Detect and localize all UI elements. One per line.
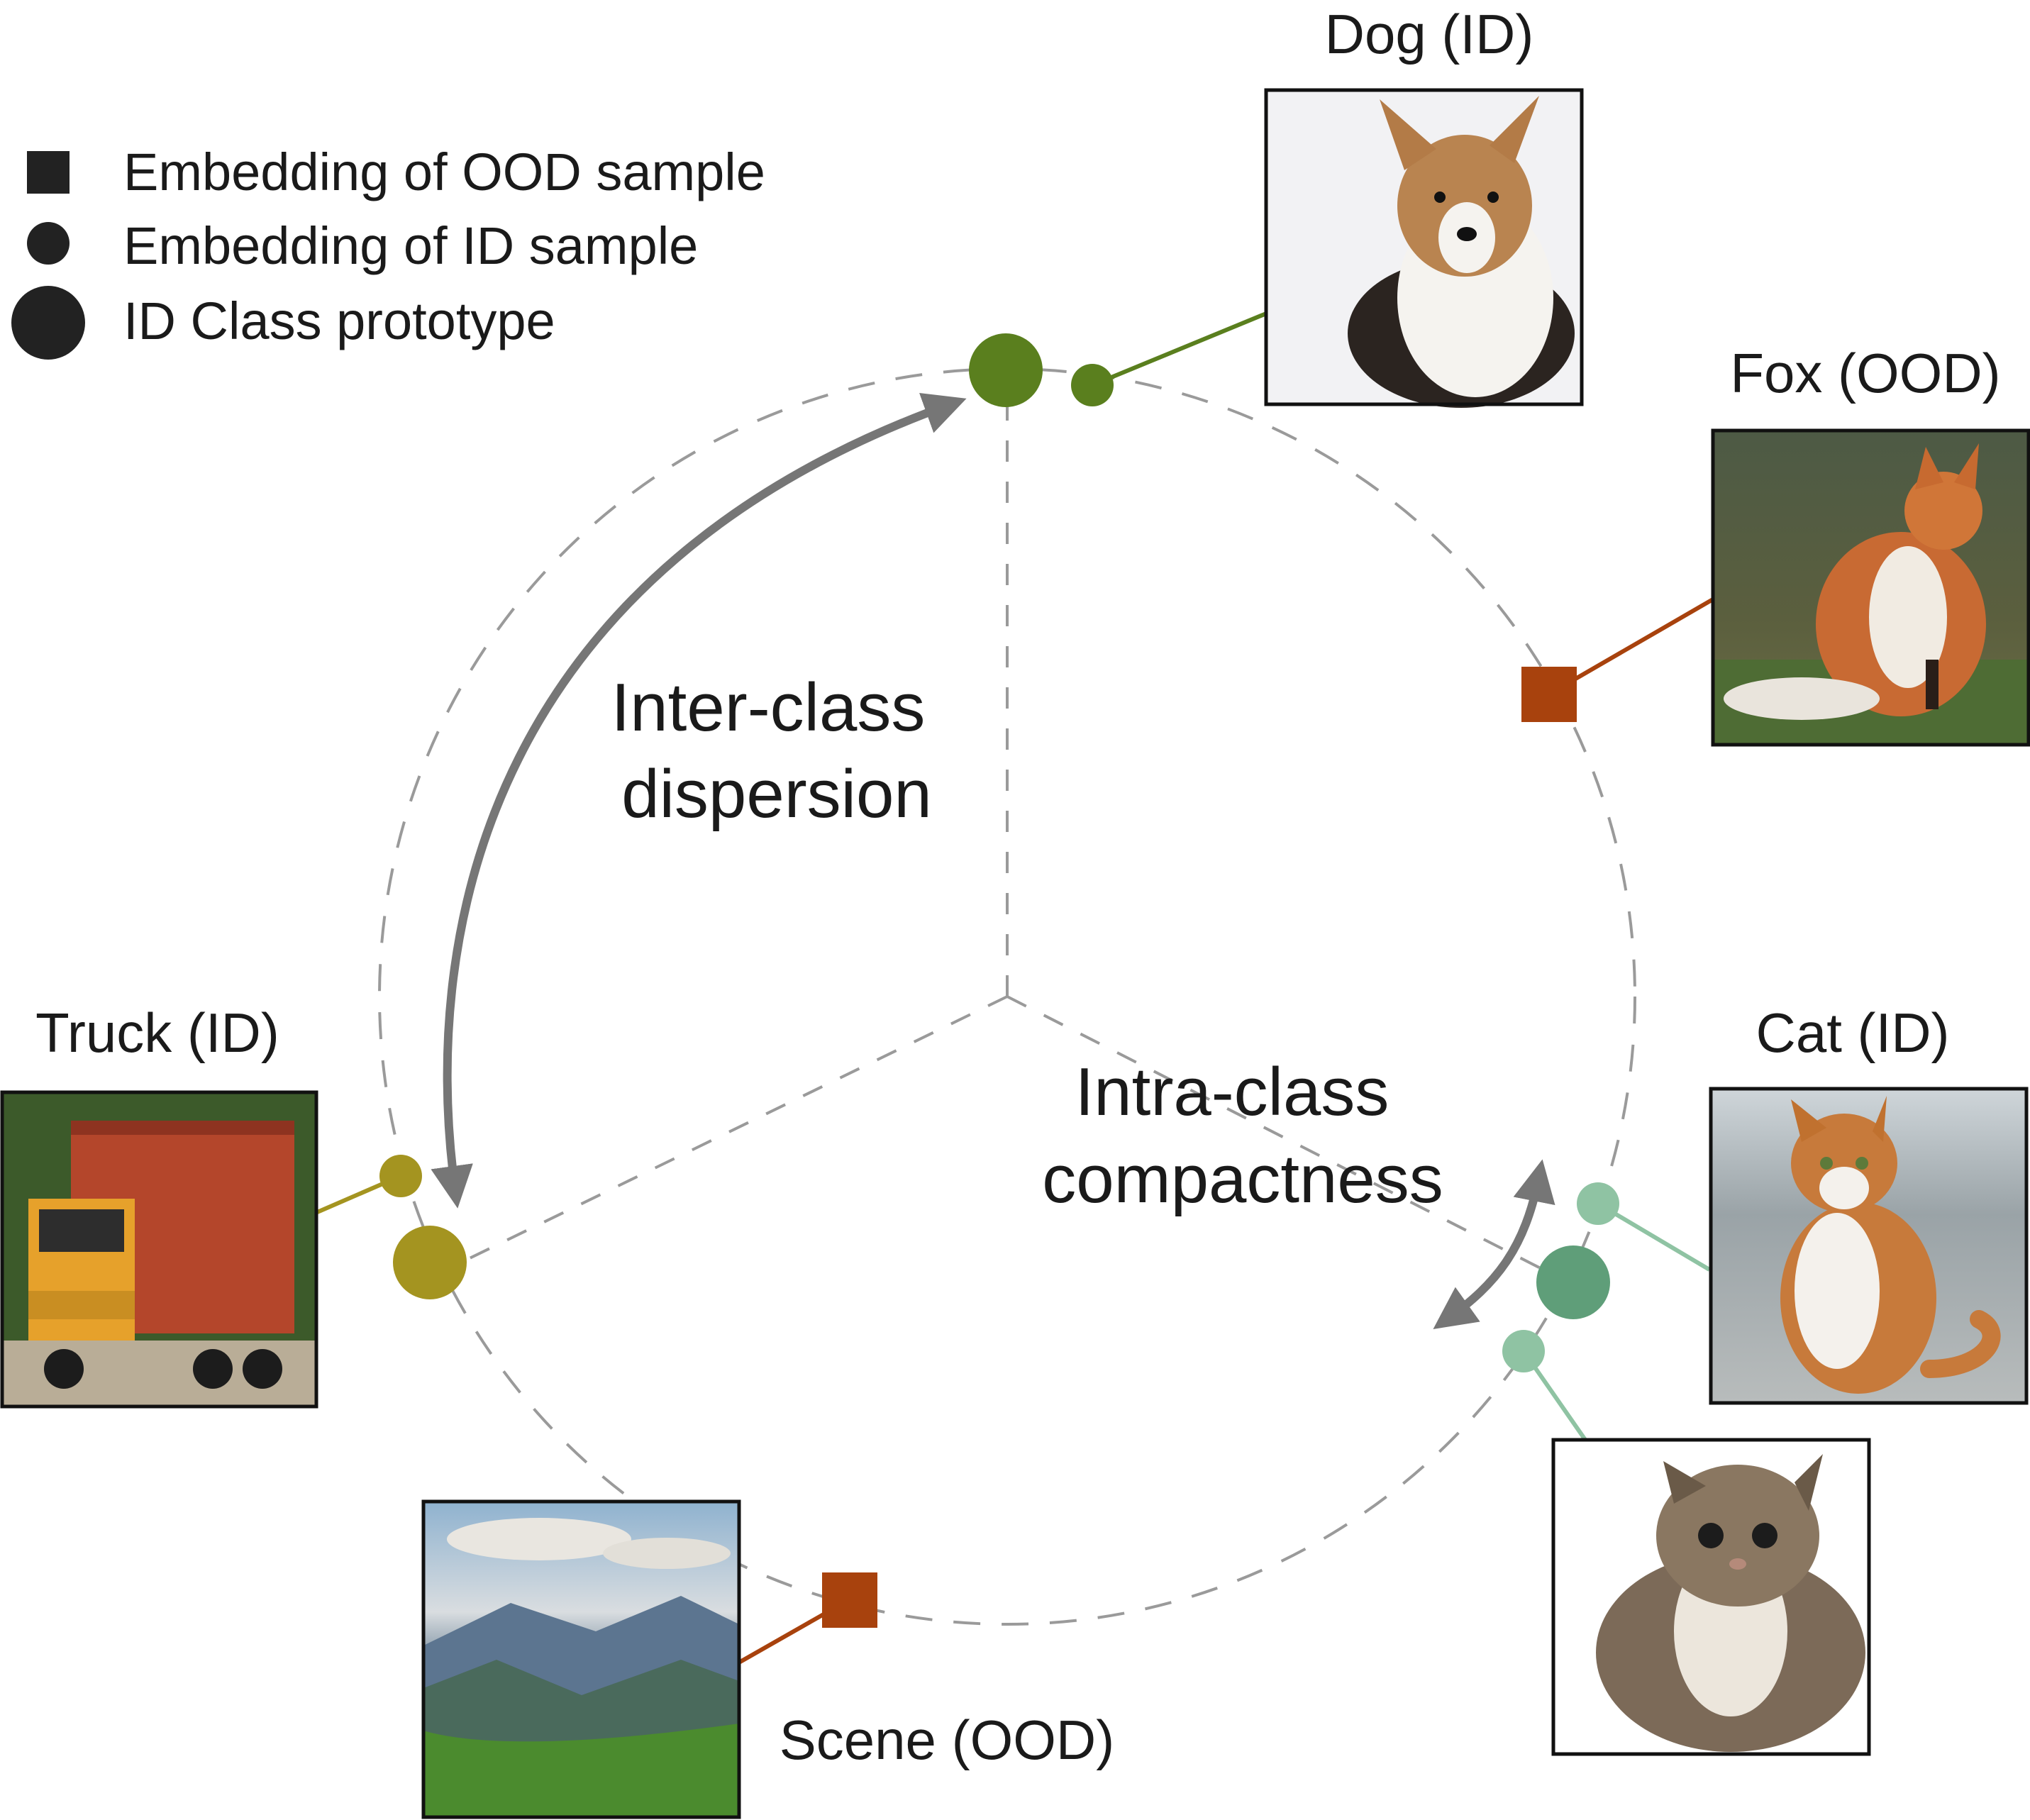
legend-prototype-label: ID Class prototype	[123, 292, 555, 350]
intra-class-arrow	[1433, 1159, 1555, 1329]
truck-photo-icon	[0, 1090, 318, 1409]
inter-class-label-line1: Inter-class	[611, 670, 926, 745]
dog-prototype	[969, 333, 1043, 407]
intra-class-label-line2: compactness	[1042, 1141, 1443, 1217]
legend-square-icon	[27, 151, 70, 194]
legend-big-circle-icon	[11, 286, 85, 360]
truck-id-sample	[379, 1155, 422, 1197]
intra-class-label-line1: Intra-class	[1075, 1054, 1390, 1130]
cat-id-sample-2	[1502, 1330, 1545, 1372]
scene-label: Scene (OOD)	[780, 1709, 1114, 1771]
cat-photo-icon	[1709, 1087, 2029, 1405]
fox-ood-sample	[1521, 667, 1577, 722]
dog-id-sample	[1071, 364, 1114, 406]
kitten-photo-icon	[1551, 1438, 1871, 1756]
radius-cat	[1006, 995, 1572, 1285]
truck-label: Truck (ID)	[35, 1001, 279, 1064]
dog-label: Dog (ID)	[1325, 3, 1534, 65]
legend-small-circle-icon	[27, 222, 70, 265]
truck-prototype	[393, 1226, 467, 1299]
dog-connector	[1091, 310, 1271, 387]
fox-label: Fox (OOD)	[1730, 342, 2000, 404]
radius-truck	[467, 995, 1008, 1260]
cat1-connector	[1597, 1202, 1711, 1272]
inter-class-arrow	[431, 392, 967, 1209]
dog-photo-icon	[1264, 88, 1584, 408]
inter-class-label-line2: dispersion	[621, 756, 932, 832]
scene-ood-sample	[822, 1572, 877, 1628]
fox-connector	[1548, 597, 1714, 696]
mountain-scene-photo-icon	[421, 1499, 741, 1819]
cat-label: Cat (ID)	[1756, 1001, 1950, 1064]
legend: Embedding of OOD sample Embedding of ID …	[11, 143, 765, 360]
fox-photo-icon	[1711, 428, 2030, 747]
cat-prototype	[1536, 1245, 1610, 1319]
cat-id-sample-1	[1577, 1182, 1619, 1225]
legend-ood-label: Embedding of OOD sample	[123, 143, 765, 201]
legend-id-label: Embedding of ID sample	[123, 216, 698, 275]
